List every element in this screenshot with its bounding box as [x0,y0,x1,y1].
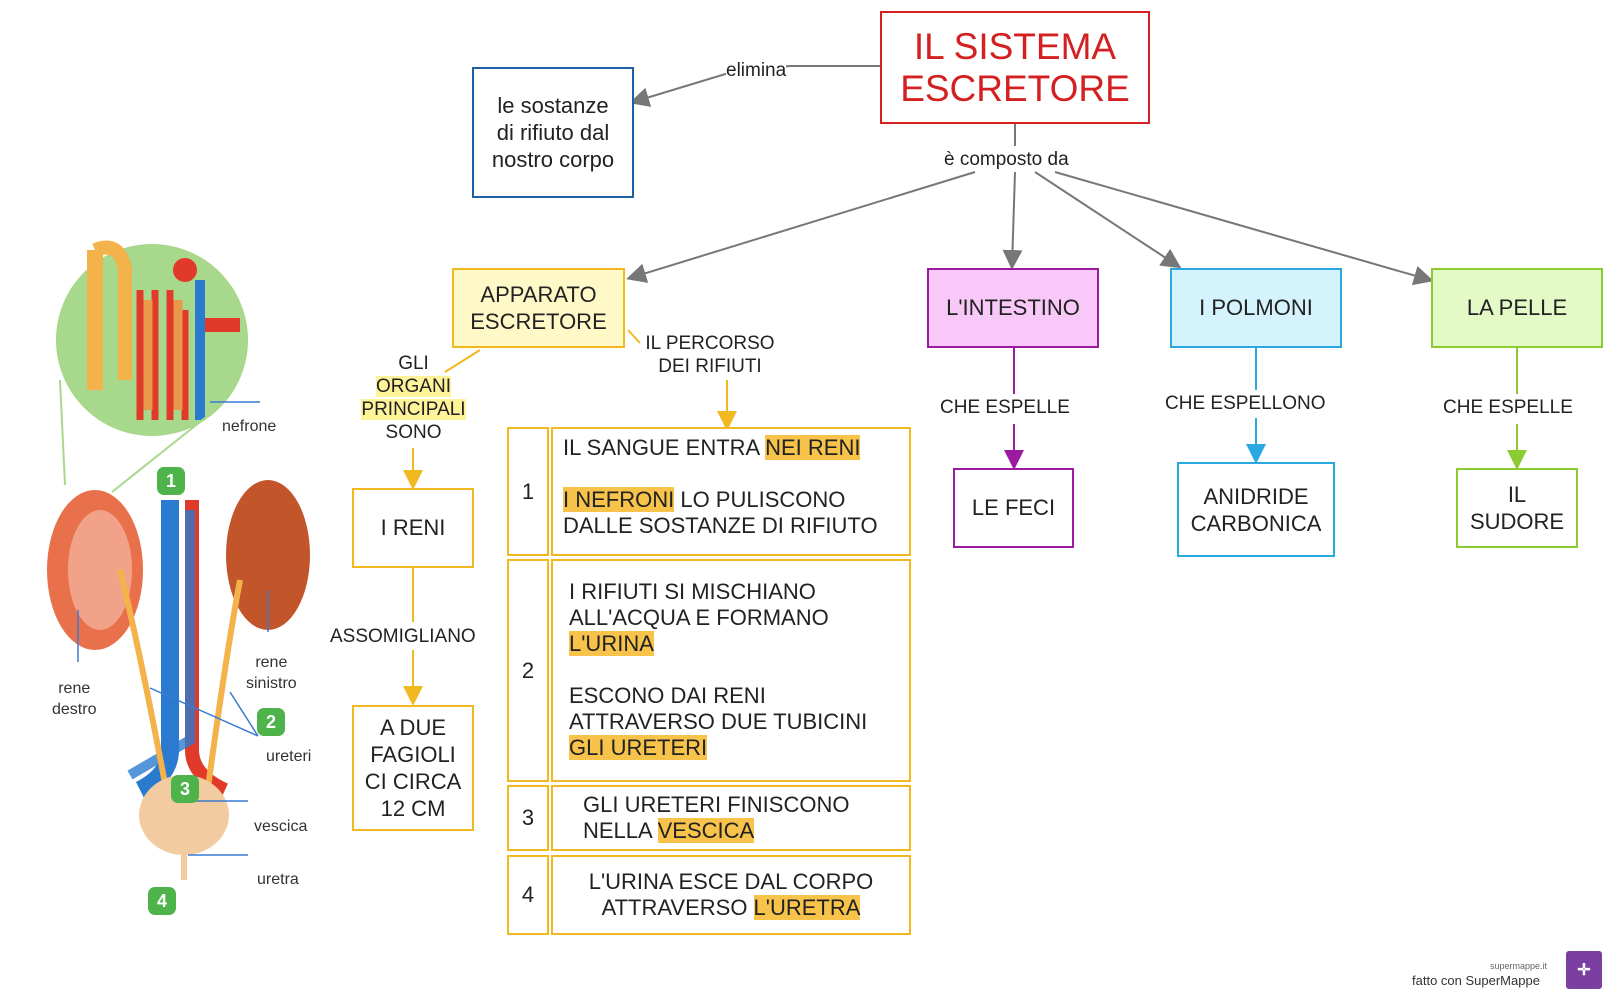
step-3-text: GLI URETERI FINISCONO NELLA VESCICA [551,785,911,851]
step-4-number: 4 [507,855,549,935]
right-kidney-label: rene destro [52,680,97,718]
step-1-text: IL SANGUE ENTRA NEI RENI I NEFRONI LO PU… [551,427,911,556]
bladder-shape [139,775,229,855]
urinary-system-illustration [47,240,310,880]
badge-2: 2 [257,708,285,736]
step-3-number: 3 [507,785,549,851]
label-resemble: ASSOMIGLIANO [330,625,476,648]
step-4-text: L'URINA ESCE DAL CORPO ATTRAVERSO L'URET… [551,855,911,935]
nephron-label: nefrone [222,418,277,435]
step-2-number: 2 [507,559,549,782]
feces-box: LE FECI [953,468,1074,548]
label-eliminates: elimina [726,59,787,82]
skin-box: LA PELLE [1431,268,1603,348]
label-skin-expels: CHE ESPELLE [1443,396,1573,419]
kidneys-box: I RENI [352,488,474,568]
supermappe-logo-icon: ✛ [1566,951,1602,989]
sweat-box: IL SUDORE [1456,468,1578,548]
waste-box: le sostanze di rifiuto dal nostro corpo [472,67,634,198]
footer-site: supermappe.it [1490,961,1548,971]
title-line-2: ESCRETORE [900,67,1130,109]
badge-1: 1 [157,467,185,495]
label-waste-path: IL PERCORSO DEI RIFIUTI [645,333,775,377]
left-kidney-shape [226,480,310,630]
badge-4: 4 [148,887,176,915]
left-kidney-label: rene sinistro [246,654,297,692]
label-lungs-expel: CHE ESPELLONO [1165,392,1326,415]
badge-3: 3 [171,775,199,803]
footer-made-with: fatto con SuperMappe [1412,973,1540,988]
title-line-1: IL SISTEMA [913,25,1117,67]
lungs-box: I POLMONI [1170,268,1342,348]
beans-box: A DUE FAGIOLI CI CIRCA 12 CM [352,705,474,831]
step-2-text: I RIFIUTI SI MISCHIANO ALL'ACQUA E FORMA… [551,559,911,782]
ureters-label: ureteri [266,748,312,765]
step-1-number: 1 [507,427,549,556]
apparatus-box: APPARATO ESCRETORE [452,268,625,348]
urethra-label: uretra [257,871,299,888]
title-box: IL SISTEMA ESCRETORE [880,11,1150,124]
label-main-organs: GLI ORGANI PRINCIPALI SONO [361,353,466,443]
co2-box: ANIDRIDE CARBONICA [1177,462,1335,557]
intestine-box: L'INTESTINO [927,268,1099,348]
label-composed-of: è composto da [944,148,1069,171]
bladder-label: vescica [254,818,308,835]
label-intestine-expels: CHE ESPELLE [940,396,1070,419]
